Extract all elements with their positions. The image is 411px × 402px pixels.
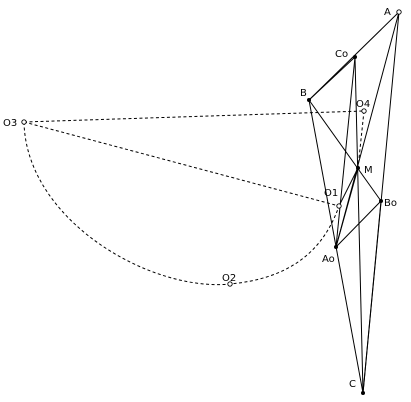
point-B: [307, 98, 311, 102]
point-Ao: [334, 245, 338, 249]
label-M: M: [364, 165, 373, 176]
label-O2: O2: [222, 273, 236, 284]
segment-Ao-Bo: [335, 200, 382, 248]
point-O3: [21, 119, 27, 125]
label-A: A: [384, 7, 391, 18]
point-O1: [336, 203, 342, 209]
segment-B-Bo: [308, 99, 382, 202]
label-Co: Co: [335, 49, 348, 60]
label-O4: O4: [356, 99, 370, 110]
label-B: B: [300, 88, 307, 99]
label-C: C: [349, 379, 356, 390]
label-O1: O1: [324, 188, 338, 199]
segment-B-Co: [308, 56, 356, 101]
point-C: [361, 391, 365, 395]
point-A: [396, 9, 402, 15]
point-Bo: [379, 199, 383, 203]
point-O2: [227, 281, 233, 287]
segment-Bo-C: [362, 200, 382, 394]
dashed-arc-O3-O2-O1: [23, 121, 340, 286]
point-Co: [353, 55, 357, 59]
label-Ao: Ao: [322, 254, 335, 265]
label-O3: O3: [3, 118, 17, 129]
dashed-construction: [23, 110, 365, 286]
segment-O1-M: [338, 167, 359, 207]
points: [21, 9, 402, 395]
segment-Co-Ao: [335, 56, 356, 248]
label-Bo: Bo: [384, 198, 397, 209]
point-O4: [361, 108, 367, 114]
dashed-O4-M: [357, 110, 365, 169]
dashed-O3-O4: [23, 110, 365, 123]
dashed-O3-O1: [23, 121, 340, 207]
segment-Co-C: [354, 56, 364, 394]
point-labels: A Co B O4 O3 M O1 Bo Ao O2 C: [3, 7, 397, 390]
solid-segments: [308, 11, 400, 394]
point-M: [356, 166, 360, 170]
segment-Ao-M: [335, 167, 359, 248]
